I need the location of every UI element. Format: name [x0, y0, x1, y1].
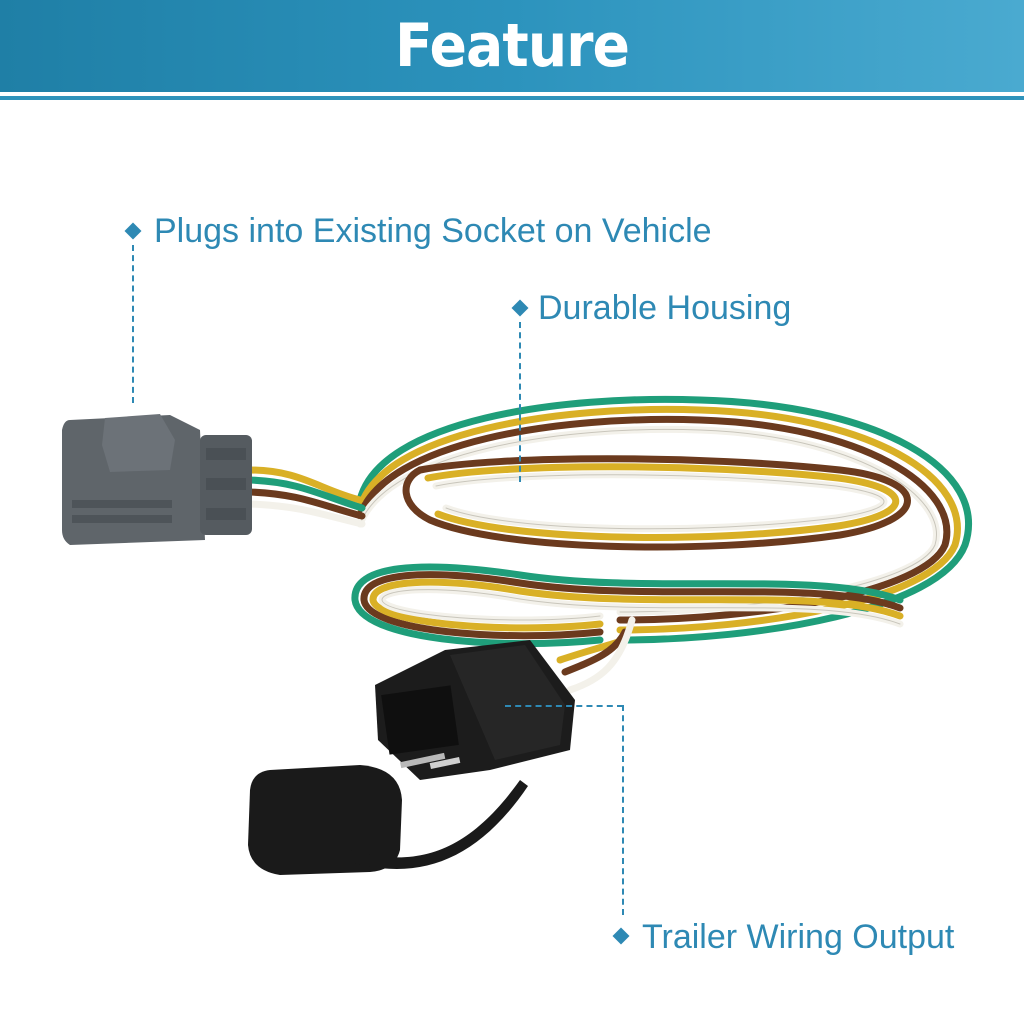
- vehicle-socket-plug: [62, 414, 252, 545]
- wire-harness: [246, 395, 973, 694]
- output-callout-leader-horizontal: [505, 705, 623, 707]
- output-callout-leader: [622, 705, 624, 915]
- plugs-callout-label: Plugs into Existing Socket on Vehicle: [154, 212, 712, 250]
- header-divider: [0, 96, 1024, 100]
- plugs-callout-leader: [132, 245, 134, 403]
- trailer-connector: [375, 640, 575, 780]
- output-callout-label: Trailer Wiring Output: [642, 918, 955, 956]
- header-banner: [0, 0, 1024, 92]
- housing-callout-leader: [519, 322, 521, 482]
- page-title: Feature: [394, 11, 630, 81]
- housing-callout-label: Durable Housing: [538, 289, 792, 327]
- dust-cap: [248, 765, 528, 875]
